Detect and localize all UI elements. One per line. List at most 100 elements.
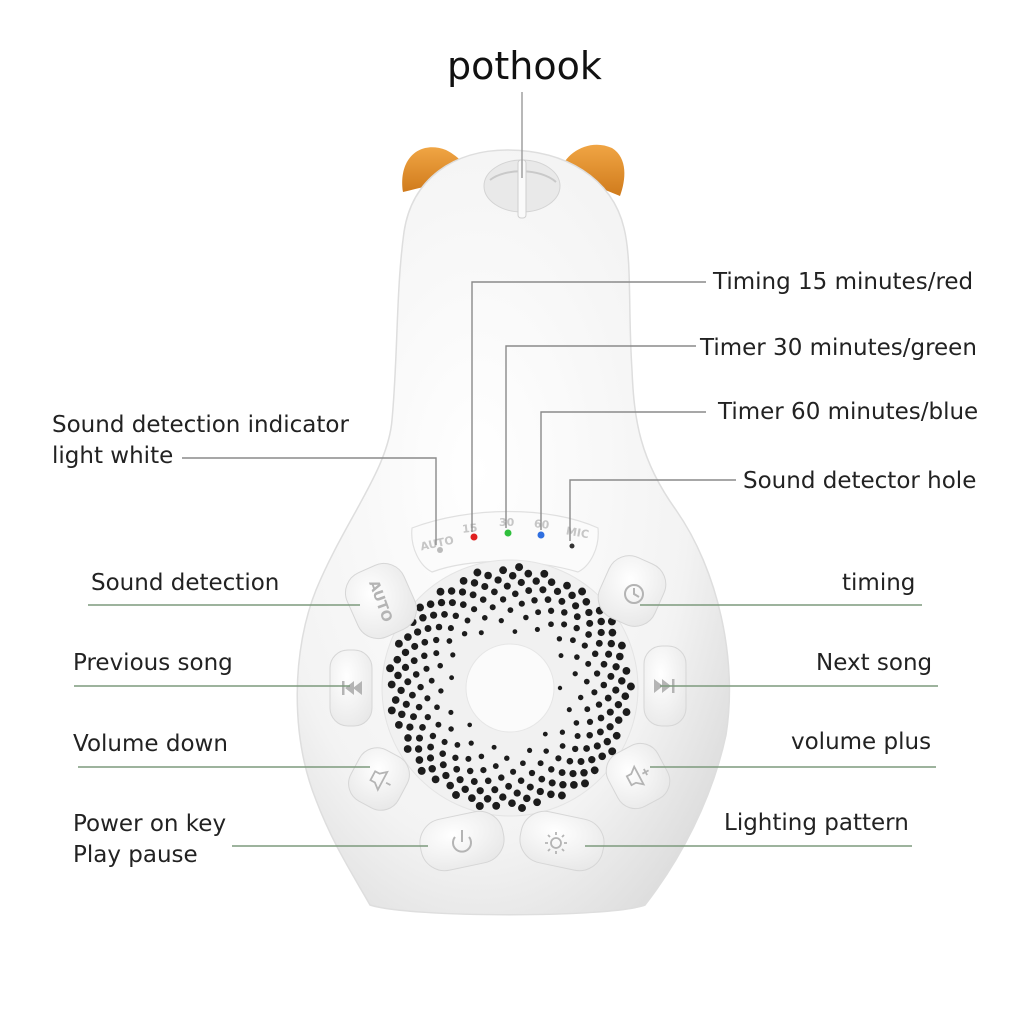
speaker-hole (428, 765, 436, 773)
speaker-hole (411, 642, 419, 650)
speaker-hole (533, 798, 541, 807)
speaker-hole (452, 612, 460, 620)
speaker-hole (603, 737, 612, 746)
speaker-hole (417, 766, 426, 775)
speaker-hole (531, 597, 538, 604)
speaker-hole (404, 734, 412, 742)
speaker-hole (583, 745, 590, 752)
speaker-hole (484, 571, 492, 580)
speaker-hole (566, 707, 572, 713)
speaker-hole (586, 619, 594, 627)
speaker-hole (607, 639, 616, 648)
speaker-hole (409, 691, 416, 699)
timer-button[interactable] (591, 549, 673, 634)
speaker-hole (553, 587, 562, 596)
speaker-hole (402, 700, 410, 708)
speaker-hole (569, 637, 576, 644)
speaker-hole (436, 587, 445, 596)
speaker-hole (572, 602, 580, 610)
speaker-hole (512, 629, 518, 634)
speaker-hole (511, 590, 519, 598)
label-sound-detection: Sound detection (91, 570, 280, 596)
speaker-hole (499, 566, 507, 575)
speaker-hole (596, 728, 604, 736)
speaker-hole (614, 701, 623, 709)
speaker-hole (561, 621, 568, 628)
speaker-hole (548, 621, 554, 628)
speaker-hole (449, 675, 455, 681)
power-button[interactable] (416, 807, 509, 875)
speaker-hole (593, 742, 601, 750)
speaker-hole (397, 686, 405, 695)
speaker-hole (561, 609, 568, 616)
speaker-hole (573, 624, 580, 632)
speaker-hole (557, 791, 566, 800)
speaker-hole (401, 663, 410, 672)
speaker-hole (581, 642, 588, 649)
sun-icon (545, 832, 567, 854)
speaker-hole (498, 617, 504, 624)
speaker-hole (608, 747, 617, 756)
speaker-hole (591, 650, 599, 658)
previous-button[interactable] (329, 649, 373, 727)
speaker-hole (510, 768, 517, 775)
speaker-hole (441, 610, 448, 618)
speaker-hole (475, 802, 484, 810)
light-button[interactable] (516, 807, 609, 875)
speaker-center (465, 643, 555, 733)
speaker-hole (532, 577, 540, 585)
speaker-hole (544, 596, 552, 603)
volume-up-button[interactable] (599, 736, 677, 815)
speaker-hole (622, 667, 631, 675)
speaker-hole (538, 775, 546, 783)
speaker-hole (543, 748, 549, 754)
label-detector-hole: Sound detector hole (743, 468, 977, 494)
speaker-hole (621, 692, 630, 701)
speaker-hole (526, 783, 534, 791)
speaker-hole (583, 678, 590, 685)
speaker-hole (421, 652, 428, 660)
speaker-hole (468, 794, 476, 802)
speaker-hole (558, 597, 566, 605)
speaker-hole (386, 664, 395, 673)
speaker-hole (578, 587, 587, 596)
speaker-hole (525, 587, 533, 595)
speaker-hole (604, 694, 612, 702)
speaker-hole (433, 650, 440, 657)
speaker-hole (470, 606, 478, 613)
label-previous-song: Previous song (73, 650, 233, 676)
speaker-hole (499, 596, 507, 603)
speaker-hole (597, 714, 605, 722)
skip-previous-icon (342, 681, 362, 695)
speaker-hole (569, 769, 577, 778)
speaker-hole (491, 588, 498, 596)
speaker-hole (466, 767, 474, 775)
label-lighting-pattern: Lighting pattern (724, 810, 909, 836)
speaker-hole (414, 745, 423, 753)
speaker-hole (517, 777, 525, 784)
mic-print: MIC (565, 524, 590, 541)
speaker-hole (403, 745, 412, 753)
speaker-hole (595, 639, 603, 647)
auto-button[interactable]: AUTO (338, 556, 423, 645)
speaker-hole (415, 703, 423, 711)
led-60-blue (537, 531, 545, 539)
speaker-hole (508, 799, 516, 808)
label-next-song: Next song (816, 650, 933, 676)
speaker-hole (459, 577, 468, 585)
speaker-hole (536, 787, 544, 796)
speaker-hole (454, 742, 461, 748)
speaker-hole (465, 755, 472, 762)
speaker-hole (586, 718, 594, 726)
speaker-hole (573, 613, 581, 621)
speaker-hole (534, 626, 540, 632)
speaker-hole (588, 756, 596, 764)
speaker-hole (524, 569, 533, 578)
speaker-hole (453, 765, 461, 773)
speaker-hole (504, 755, 510, 761)
speaker-hole (437, 662, 443, 669)
speaker-hole (572, 745, 579, 753)
speaker-hole (612, 663, 620, 671)
speaker-hole (527, 747, 533, 753)
